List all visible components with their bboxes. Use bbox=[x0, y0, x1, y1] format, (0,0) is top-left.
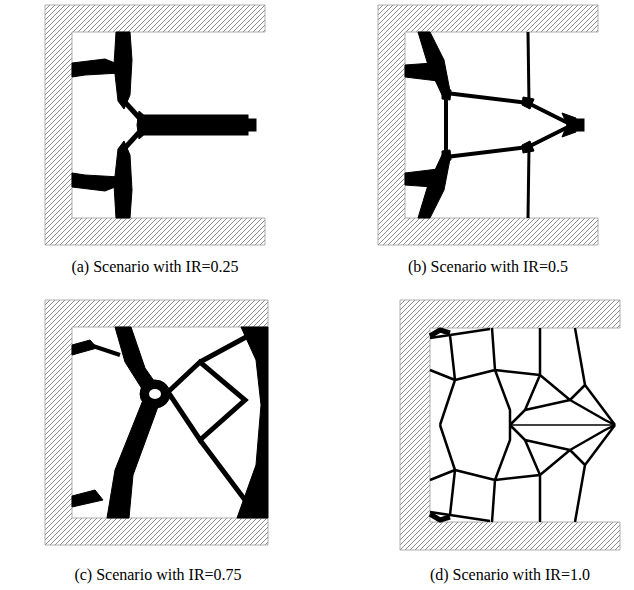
load-nub bbox=[247, 119, 256, 131]
hub-hole bbox=[149, 389, 161, 399]
panel-a bbox=[45, 5, 265, 245]
tapered-bar bbox=[114, 141, 132, 218]
strut bbox=[90, 345, 120, 355]
hatched-support bbox=[378, 5, 598, 245]
tapered-bar bbox=[418, 155, 450, 218]
joint bbox=[442, 150, 451, 161]
upper-members bbox=[72, 32, 143, 122]
tapered-bar bbox=[107, 400, 159, 518]
wall-arm bbox=[72, 173, 120, 191]
hatched-support bbox=[45, 5, 265, 245]
lower-members bbox=[430, 425, 615, 522]
frame-members bbox=[446, 93, 568, 126]
load-nub bbox=[575, 119, 584, 131]
frame-members bbox=[446, 124, 568, 157]
joint bbox=[522, 97, 534, 109]
joint bbox=[522, 141, 534, 153]
struts bbox=[200, 336, 248, 500]
joint bbox=[442, 89, 451, 100]
panel-c bbox=[45, 300, 268, 545]
panel-b bbox=[378, 5, 598, 245]
truss-upper bbox=[430, 328, 615, 425]
wall-arm bbox=[72, 490, 103, 507]
tapered-bar bbox=[418, 32, 450, 95]
material-layout bbox=[72, 32, 256, 218]
truss-lower bbox=[430, 425, 615, 522]
wall-joints bbox=[430, 330, 450, 520]
wall-arm bbox=[72, 59, 120, 77]
lower-members bbox=[405, 124, 568, 218]
panel-caption: (d) Scenario with IR=1.0 bbox=[430, 565, 590, 584]
panel-d bbox=[400, 300, 620, 550]
material-layout bbox=[405, 32, 584, 218]
diamond-frame bbox=[168, 362, 245, 440]
vertical-tie bbox=[528, 32, 529, 103]
load-joint bbox=[562, 113, 576, 137]
panel-caption: (a) Scenario with IR=0.25 bbox=[71, 257, 238, 276]
tapered-bar bbox=[114, 32, 132, 109]
material-layout bbox=[430, 328, 615, 522]
center-member bbox=[510, 424, 615, 426]
panel-caption: (c) Scenario with IR=0.75 bbox=[74, 565, 241, 584]
vertical-tie bbox=[528, 147, 529, 218]
material-layout bbox=[72, 327, 268, 518]
hatched-support bbox=[45, 300, 268, 545]
hub bbox=[140, 380, 170, 408]
right-column bbox=[237, 327, 268, 518]
hatched-support bbox=[400, 300, 620, 550]
upper-members bbox=[405, 32, 568, 126]
horizontal-bar bbox=[144, 115, 248, 135]
panel-caption: (b) Scenario with IR=0.5 bbox=[408, 257, 568, 276]
lower-members bbox=[72, 128, 143, 218]
